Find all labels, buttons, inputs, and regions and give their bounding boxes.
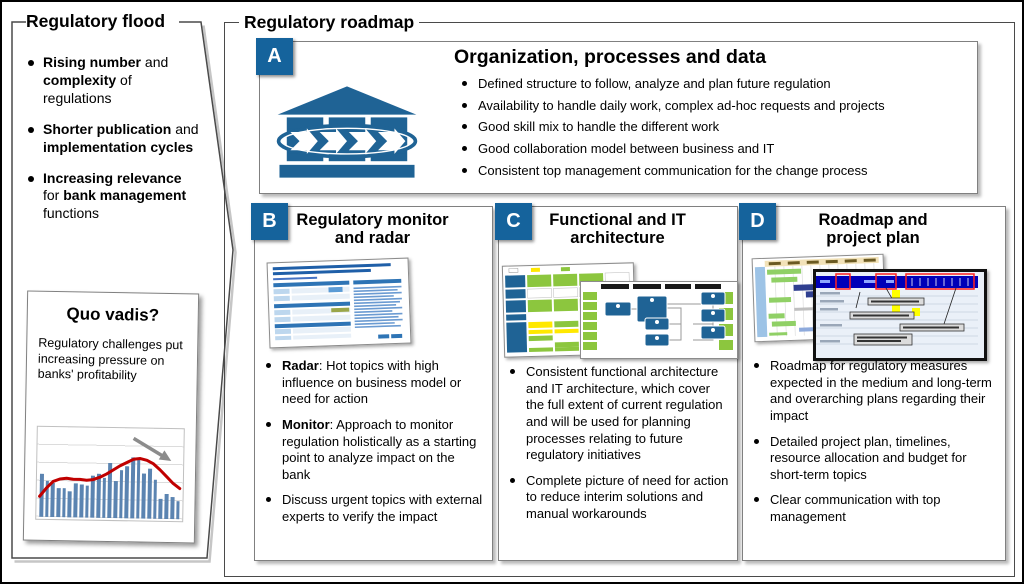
section-b-bullets: Radar: Hot topics with high influence on… <box>262 358 486 535</box>
flood-bullet: Rising number and complexity of regulati… <box>26 54 200 108</box>
flood-bullet-list: Rising number and complexity of regulati… <box>26 54 200 236</box>
roadmap-title: Regulatory roadmap <box>239 12 420 33</box>
project-plan-thumbnail <box>813 269 987 361</box>
bullet-item: Monitor: Approach to monitor regulation … <box>262 417 486 484</box>
section-c-bullets: Consistent functional architecture and I… <box>506 364 730 532</box>
bullet-item: Radar: Hot topics with high influence on… <box>262 358 486 408</box>
quo-vadis-chart <box>35 425 185 523</box>
bullet-item: Defined structure to follow, analyze and… <box>458 76 970 93</box>
flood-title: Regulatory flood <box>26 11 166 31</box>
quo-chart-overlay <box>38 436 182 498</box>
profitability-trendline <box>38 457 182 498</box>
it-architecture-thumbnail <box>580 281 738 359</box>
quo-vadis-title: Quo vadis? <box>66 304 160 325</box>
bullet-item: Good collaboration model between busines… <box>458 141 970 158</box>
section-d-badge: D <box>739 203 776 240</box>
regulatory-monitor-thumbnail <box>266 257 412 349</box>
flood-bullet: Increasing relevance for bank management… <box>26 170 200 224</box>
bullet-item: Availability to handle daily work, compl… <box>458 98 970 115</box>
down-arrow-icon <box>132 436 172 462</box>
section-a-bullets: Defined structure to follow, analyze and… <box>458 76 970 184</box>
bullet-item: Roadmap for regulatory measures expected… <box>750 358 998 425</box>
quo-vadis-text: Regulatory challenges put increasing pre… <box>37 335 183 383</box>
section-b-badge: B <box>251 203 288 240</box>
process-arrows-icon <box>290 128 406 154</box>
bullet-item: Complete picture of need for action to r… <box>506 473 730 523</box>
bullet-item: Consistent functional architecture and I… <box>506 364 730 464</box>
bullet-item: Detailed project plan, timelines, resour… <box>750 434 998 484</box>
section-d-bullets: Roadmap for regulatory measures expected… <box>750 358 998 535</box>
bullet-item: Good skill mix to handle the different w… <box>458 119 970 136</box>
section-a-title: Organization, processes and data <box>454 46 767 68</box>
flood-bullet: Shorter publication and implementation c… <box>26 121 200 157</box>
section-c-badge: C <box>495 203 532 240</box>
bullet-item: Consistent top management communication … <box>458 163 970 180</box>
section-a-badge: A <box>256 38 293 75</box>
bullet-item: Discuss urgent topics with external expe… <box>262 492 486 525</box>
section-d-title: Roadmap and project plan <box>818 211 928 248</box>
quo-vadis-card: Quo vadis? Regulatory challenges put inc… <box>22 290 200 544</box>
roadmap-frame <box>224 22 1015 577</box>
bullet-item: Clear communication with top management <box>750 492 998 525</box>
section-c-title: Functional and IT architecture <box>549 211 686 248</box>
section-b-title: Regulatory monitor and radar <box>296 211 449 248</box>
organization-process-icon <box>276 86 418 178</box>
